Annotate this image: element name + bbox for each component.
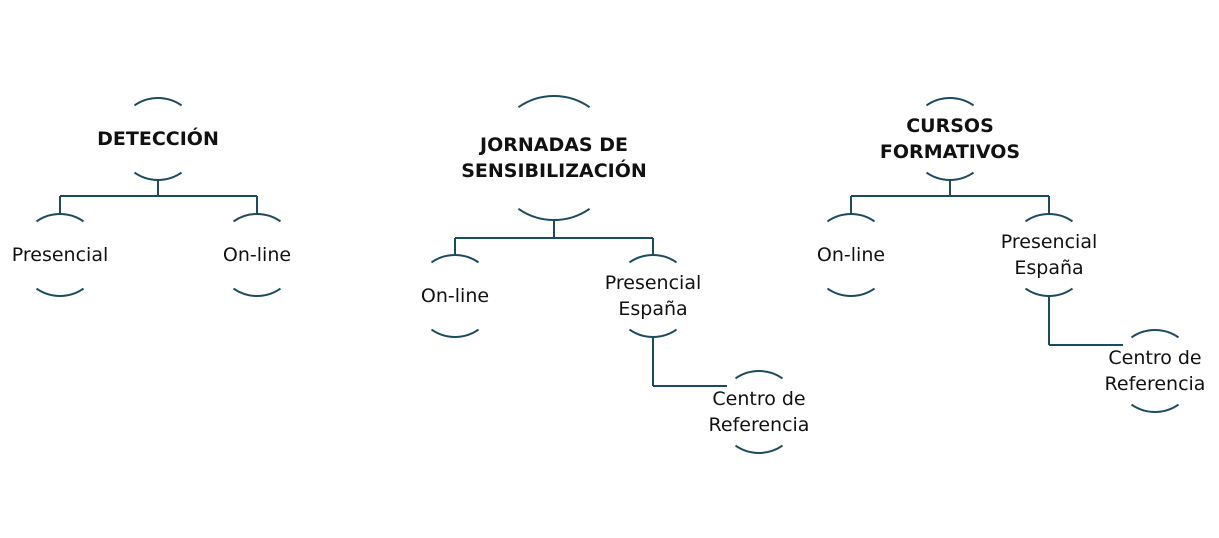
arc-presencial-espana-top — [628, 254, 678, 264]
node-centro-referencia: Centro de Referencia — [1104, 347, 1206, 395]
arc-detection-top — [133, 97, 183, 107]
arc-jornadas-bottom — [517, 207, 591, 221]
arc-presencial-espana-bottom — [628, 328, 678, 338]
arc-centro-referencia-bottom — [734, 444, 784, 454]
node-presencial: Presencial — [11, 244, 109, 266]
node-online: On-line — [420, 285, 490, 307]
arc-cursos-top — [925, 97, 975, 107]
arc-presencial-espana-bottom — [1024, 287, 1074, 298]
node-presencial-espana: Presencial España — [604, 272, 702, 320]
arc-centro-referencia-top — [734, 370, 784, 380]
node-online: On-line — [816, 244, 886, 266]
node-presencial-espana: Presencial España — [1000, 231, 1098, 279]
node-online: On-line — [222, 244, 292, 266]
arc-presencial-top — [35, 213, 85, 223]
arc-presencial-bottom — [35, 287, 85, 297]
arc-online-bottom — [430, 328, 480, 338]
arc-centro-referencia-top — [1130, 328, 1180, 339]
arc-online-bottom — [232, 287, 282, 297]
node-detection: DETECCIÓN — [97, 128, 219, 150]
arc-online-bottom — [826, 287, 876, 297]
arc-online-top — [826, 213, 876, 223]
arc-online-top — [430, 254, 480, 264]
node-jornadas-sensibilizacion: JORNADAS DE SENSIBILIZACIÓN — [461, 134, 647, 182]
node-centro-referencia: Centro de Referencia — [708, 388, 810, 436]
arc-cursos-bottom — [925, 171, 975, 181]
arc-jornadas-top — [517, 95, 591, 109]
arc-online-top — [232, 213, 282, 223]
arc-presencial-espana-top — [1024, 212, 1074, 223]
arc-detection-bottom — [133, 171, 183, 181]
arc-centro-referencia-bottom — [1130, 403, 1180, 414]
node-cursos-formativos: CURSOS FORMATIVOS — [879, 115, 1021, 163]
